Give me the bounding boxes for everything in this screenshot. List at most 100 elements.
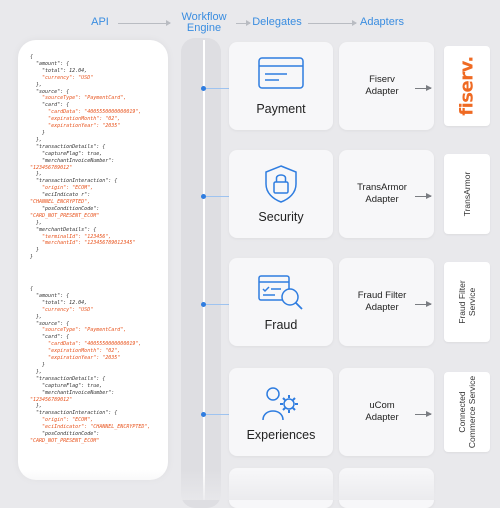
json-line: "transactionDetails": { xyxy=(30,375,106,382)
service-box-security: TransArmor xyxy=(444,154,490,234)
json-line: "currency": "USD" xyxy=(30,306,94,313)
engine-node-payment xyxy=(201,86,206,91)
adapter-arrow xyxy=(415,85,432,91)
json-line: "captureFlag": true, xyxy=(30,382,103,389)
json-line: "transactionInteraction": { xyxy=(30,410,118,417)
workflow-engine-column xyxy=(181,38,221,508)
adapter-arrow xyxy=(415,411,432,417)
header-delegates: Delegates xyxy=(252,16,302,28)
json-line: "transactionInteraction": { xyxy=(30,178,118,185)
json-line: "123456789012" xyxy=(30,164,73,171)
json-line: "CHANNEL_ENCRYPTED", xyxy=(30,199,91,206)
json-line: "captureFlag": true, xyxy=(30,150,103,157)
json-line: }, xyxy=(30,81,43,88)
api-request-panel: { "amount": { "total": 12.04, "currency"… xyxy=(18,40,168,480)
json-line: "sourceType": "PaymentCard", xyxy=(30,95,127,102)
engine-connector-payment xyxy=(206,88,229,89)
delegate-card-fraud: Fraud xyxy=(229,258,333,346)
json-line: "CARD_NOT_PRESENT_ECOM" xyxy=(30,212,100,219)
json-line: } xyxy=(30,361,46,368)
json-line: "cardData": "4005550000000019", xyxy=(30,109,142,116)
header-arrow-api xyxy=(118,20,171,26)
service-box-fraud: Fraud Filter Service xyxy=(444,262,490,342)
engine-connector-security xyxy=(206,196,229,197)
json-line: "eciIndicato r": xyxy=(30,192,91,199)
adapter-label: Fraud Filter Adapter xyxy=(357,290,407,313)
service-label: Connected Commerce Service xyxy=(457,375,477,449)
adapter-label: Fiserv Adapter xyxy=(365,74,399,97)
delegate-label: Payment xyxy=(256,102,306,116)
json-line: } xyxy=(30,129,46,136)
json-line: "expirationMonth": "02", xyxy=(30,348,121,355)
json-line: "expirationMonth": "02", xyxy=(30,116,121,123)
adapter-arrow xyxy=(415,193,432,199)
delegate-card-experiences: Experiences xyxy=(229,368,333,456)
json-line: "posConditionCode": xyxy=(30,431,100,438)
json-line: "merchantInvoiceNumber": xyxy=(30,157,115,164)
adapter-card-experiences: uCom Adapter xyxy=(339,368,434,456)
engine-node-experiences xyxy=(201,412,206,417)
service-box-experiences: Connected Commerce Service xyxy=(444,372,490,452)
json-line: "amount": { xyxy=(30,60,70,67)
fiserv-logo: fiserv. xyxy=(456,56,478,116)
json-line: "eciIndicator": "CHANNEL_ENCRYPTED", xyxy=(30,424,151,431)
json-line: "currency": "USD" xyxy=(30,74,94,81)
header-adapters: Adapters xyxy=(359,16,405,28)
engine-connector-experiences xyxy=(206,414,229,415)
engine-node-fraud xyxy=(201,302,206,307)
header-arrow-engine xyxy=(236,20,251,26)
delegate-label: Security xyxy=(258,210,304,224)
adapter-label: uCom Adapter xyxy=(365,400,399,423)
workflow-engine-line xyxy=(203,40,205,500)
json-line: } xyxy=(30,247,40,254)
json-line: { xyxy=(30,286,34,292)
json-line: "123456789012" xyxy=(30,396,73,403)
json-line: "source": { xyxy=(30,88,70,95)
json-line: "transactionDetails": { xyxy=(30,143,106,150)
json-line: "total": 12.04, xyxy=(30,299,88,306)
json-line: "sourceType": "PaymentCard", xyxy=(30,327,127,334)
delegate-label: Fraud xyxy=(264,318,298,332)
json-line: "merchantId": "123456789012345" xyxy=(30,240,136,247)
json-line: "merchantInvoiceNumber": xyxy=(30,389,115,396)
json-line: }, xyxy=(30,171,43,178)
json-line: } xyxy=(30,254,34,261)
json-line: }, xyxy=(30,136,43,143)
delegate-label: Experiences xyxy=(246,428,316,442)
json-line: "CARD_NOT_PRESENT_ECOM" xyxy=(30,437,100,444)
json-line: "expirationYear": "2035" xyxy=(30,355,121,362)
service-box-payment: fiserv. xyxy=(444,46,490,126)
lock-shield-icon xyxy=(263,164,299,209)
adapter-arrow xyxy=(415,301,432,307)
json-line: "terminalId": "123456", xyxy=(30,233,112,240)
bottom-fade xyxy=(0,470,500,500)
json-line: "cardData": "4005550000000019", xyxy=(30,341,142,348)
json-line: "merchantDetails": { xyxy=(30,226,97,233)
header-api: API xyxy=(91,16,109,28)
delegate-card-security: Security xyxy=(229,150,333,238)
json-line: "posConditionCode": xyxy=(30,205,100,212)
api-json-request-1: { "amount": { "total": 12.04, "currency"… xyxy=(30,54,141,261)
header-workflow-engine: Workflow Engine xyxy=(181,11,227,34)
json-line: { xyxy=(30,54,34,60)
adapter-card-security: TransArmor Adapter xyxy=(339,150,434,238)
json-line: "card": { xyxy=(30,334,70,341)
service-label: TransArmor xyxy=(462,171,472,217)
json-line: }, xyxy=(30,368,43,375)
json-line: "amount": { xyxy=(30,292,70,299)
json-line: }, xyxy=(30,403,43,410)
service-label: Fraud Filter Service xyxy=(457,280,477,324)
json-line: "source": { xyxy=(30,320,70,327)
json-line: "origin": "ECOM", xyxy=(30,417,94,424)
api-json-request-2: { "amount": { "total": 12.04, "currency"… xyxy=(30,286,150,445)
json-line: }, xyxy=(30,219,43,226)
card-icon xyxy=(257,56,305,97)
magnifier-card-icon xyxy=(257,272,305,317)
engine-node-security xyxy=(201,194,206,199)
gear-person-icon xyxy=(259,382,303,431)
json-line: "total": 12.04, xyxy=(30,67,88,74)
json-line: "card": { xyxy=(30,102,70,109)
json-line: "origin": "ECOM", xyxy=(30,185,94,192)
adapter-card-fraud: Fraud Filter Adapter xyxy=(339,258,434,346)
json-line: }, xyxy=(30,313,43,320)
